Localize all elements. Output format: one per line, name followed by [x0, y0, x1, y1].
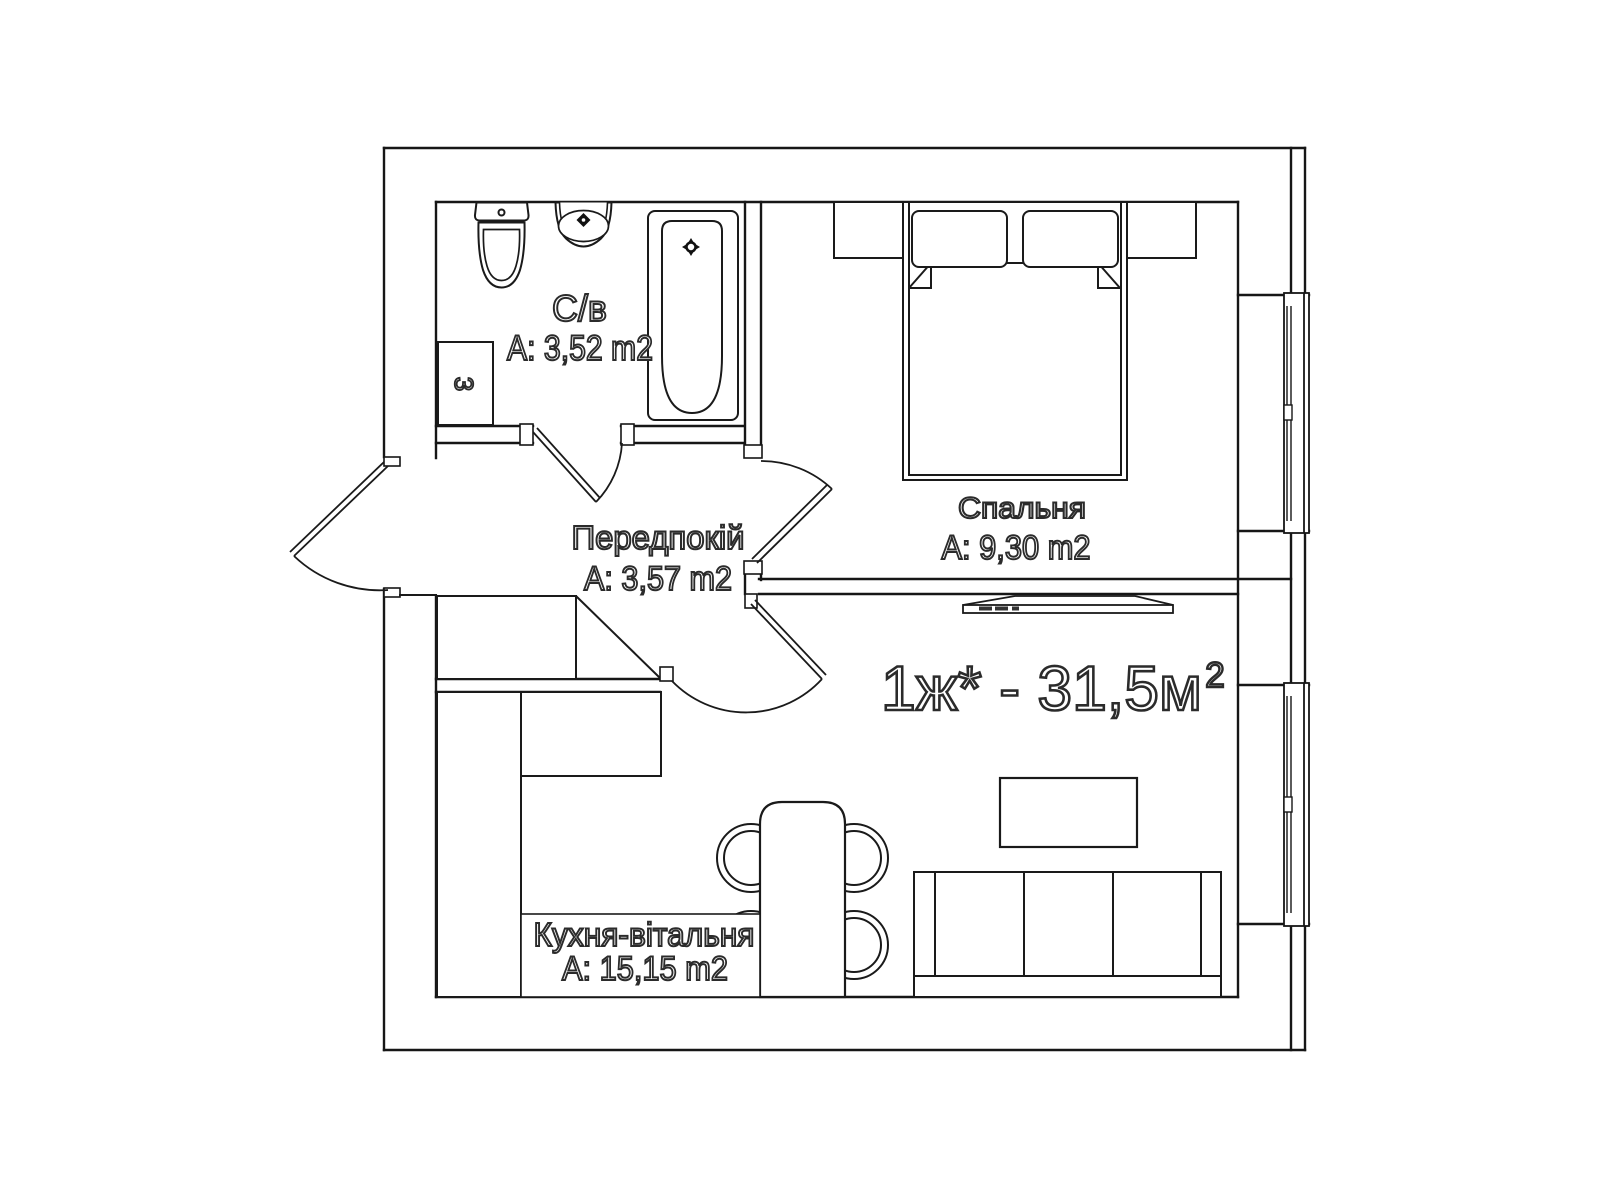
svg-text:А: 15,15 m2: А: 15,15 m2	[562, 950, 728, 988]
svg-text:3: 3	[449, 377, 479, 391]
svg-text:Передпокій: Передпокій	[572, 519, 745, 556]
svg-text:А: 3,57 m2: А: 3,57 m2	[584, 560, 732, 598]
svg-text:2: 2	[1205, 656, 1224, 695]
svg-text:Кухня-вітальня: Кухня-вітальня	[534, 916, 755, 953]
svg-text:Спальня: Спальня	[958, 492, 1086, 525]
svg-text:1ж* - 31,5м: 1ж* - 31,5м	[881, 654, 1202, 724]
svg-text:А: 3,52 m2: А: 3,52 m2	[507, 329, 653, 368]
svg-text:С/в: С/в	[552, 288, 607, 329]
svg-text:А: 9,30 m2: А: 9,30 m2	[942, 529, 1091, 567]
